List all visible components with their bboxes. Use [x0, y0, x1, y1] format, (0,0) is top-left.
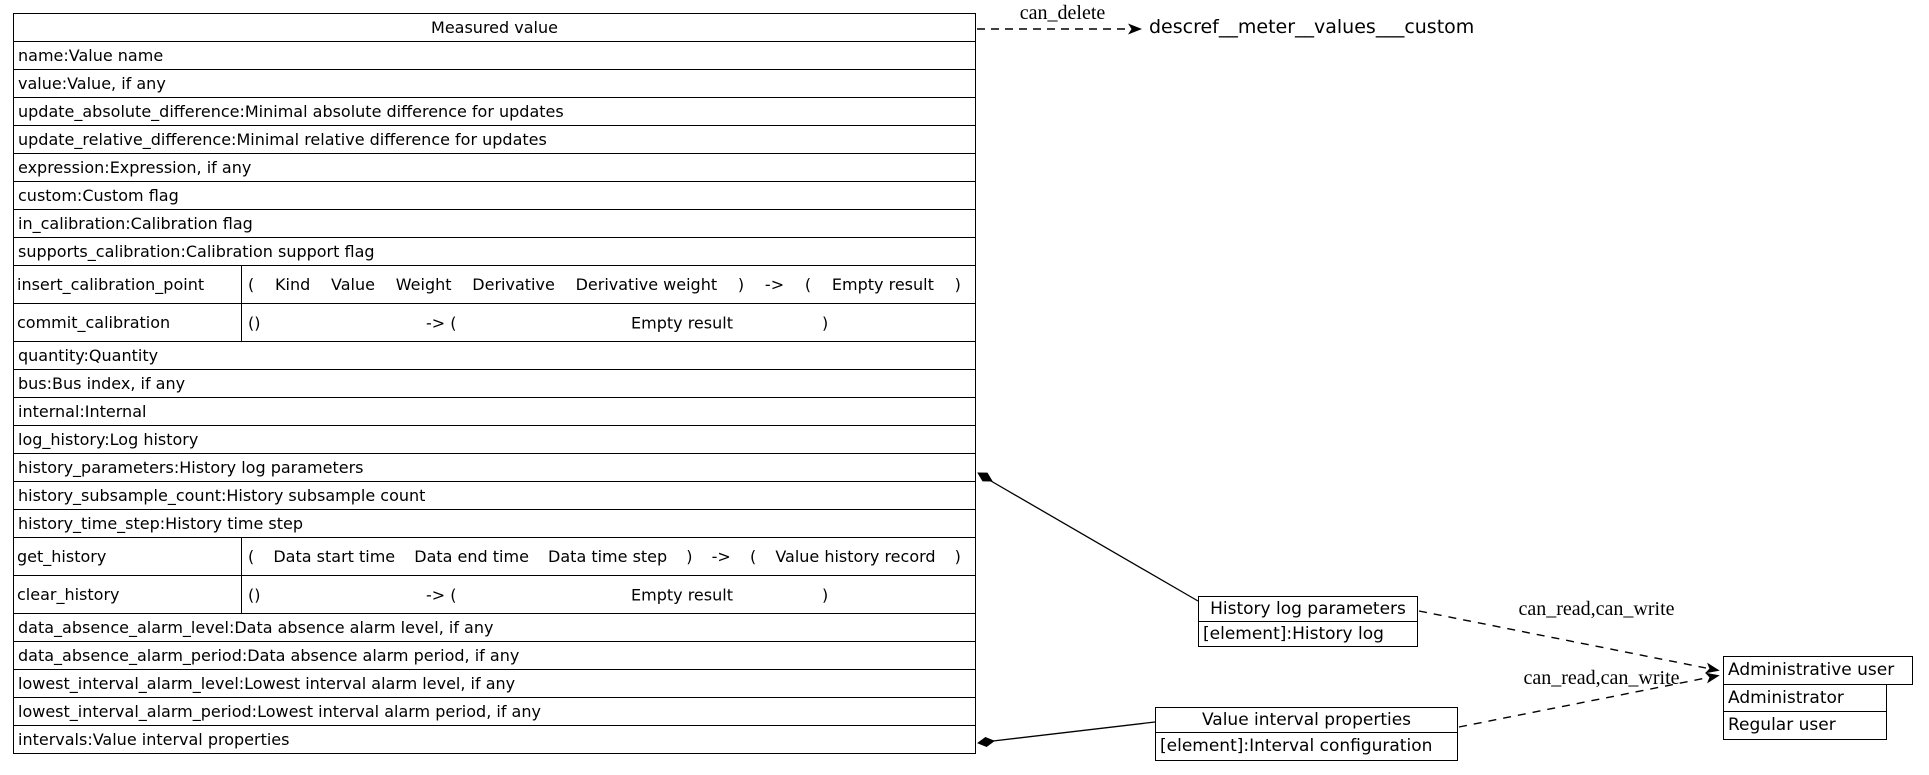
table-row: internal:Internal	[14, 397, 975, 425]
node-title: Value interval properties	[1155, 707, 1458, 733]
table-row: data_absence_alarm_period:Data absence a…	[14, 641, 975, 669]
table-row-method: clear_history () -> ( Empty result )	[14, 575, 975, 613]
history-log-parameters-node: History log parameters [element]:History…	[1198, 596, 1418, 647]
value-interval-properties-node: Value interval properties [element]:Inte…	[1155, 707, 1458, 761]
descref-node: descref__meter__values___custom	[1149, 16, 1475, 38]
node-title: Measured value	[431, 18, 558, 37]
can-read-write-label-intervals: can_read,can_write	[1523, 667, 1680, 689]
method-signature: () -> ( Empty result )	[248, 313, 829, 332]
table-row: bus:Bus index, if any	[14, 369, 975, 397]
node-row: [element]:History log	[1198, 622, 1418, 647]
table-row: history_time_step:History time step	[14, 509, 975, 537]
administrative-user-node-title: Administrative user	[1723, 656, 1913, 685]
method-name: commit_calibration	[14, 304, 242, 341]
table-row: lowest_interval_alarm_period:Lowest inte…	[14, 697, 975, 725]
composition-edge-history	[977, 472, 1199, 602]
method-name: clear_history	[14, 576, 242, 613]
can-delete-edge	[977, 23, 1142, 35]
table-row-method: insert_calibration_point ( Kind Value We…	[14, 265, 975, 303]
table-row: custom:Custom flag	[14, 181, 975, 209]
table-row: lowest_interval_alarm_level:Lowest inter…	[14, 669, 975, 697]
table-row-method: commit_calibration () -> ( Empty result …	[14, 303, 975, 341]
table-row: history_parameters:History log parameter…	[14, 453, 975, 481]
method-signature: ( Kind Value Weight Derivative Derivativ…	[248, 275, 961, 294]
measured-value-node: Measured value name:Value name value:Val…	[13, 13, 976, 754]
table-row: supports_calibration:Calibration support…	[14, 237, 975, 265]
table-row: update_absolute_difference:Minimal absol…	[14, 97, 975, 125]
method-name: get_history	[14, 538, 242, 575]
table-row: value:Value, if any	[14, 69, 975, 97]
table-row: expression:Expression, if any	[14, 153, 975, 181]
method-name: insert_calibration_point	[14, 266, 242, 303]
table-row: name:Value name	[14, 41, 975, 69]
method-signature: () -> ( Empty result )	[248, 585, 829, 604]
node-row: [element]:Interval configuration	[1155, 733, 1458, 761]
table-row-method: get_history ( Data start time Data end t…	[14, 537, 975, 575]
table-row: data_absence_alarm_level:Data absence al…	[14, 613, 975, 641]
table-row: update_relative_difference:Minimal relat…	[14, 125, 975, 153]
administrative-user-row: Administrator	[1723, 684, 1887, 712]
table-row: in_calibration:Calibration flag	[14, 209, 975, 237]
administrative-user-row: Regular user	[1723, 711, 1887, 740]
table-row: history_subsample_count:History subsampl…	[14, 481, 975, 509]
method-signature: ( Data start time Data end time Data tim…	[248, 547, 961, 566]
table-row: log_history:Log history	[14, 425, 975, 453]
can-read-write-label-history: can_read,can_write	[1518, 598, 1675, 620]
node-title: History log parameters	[1198, 596, 1418, 622]
can-delete-label: can_delete	[1019, 2, 1106, 24]
composition-edge-intervals	[977, 721, 1156, 747]
table-row: intervals:Value interval properties	[14, 725, 975, 753]
table-row: quantity:Quantity	[14, 341, 975, 369]
